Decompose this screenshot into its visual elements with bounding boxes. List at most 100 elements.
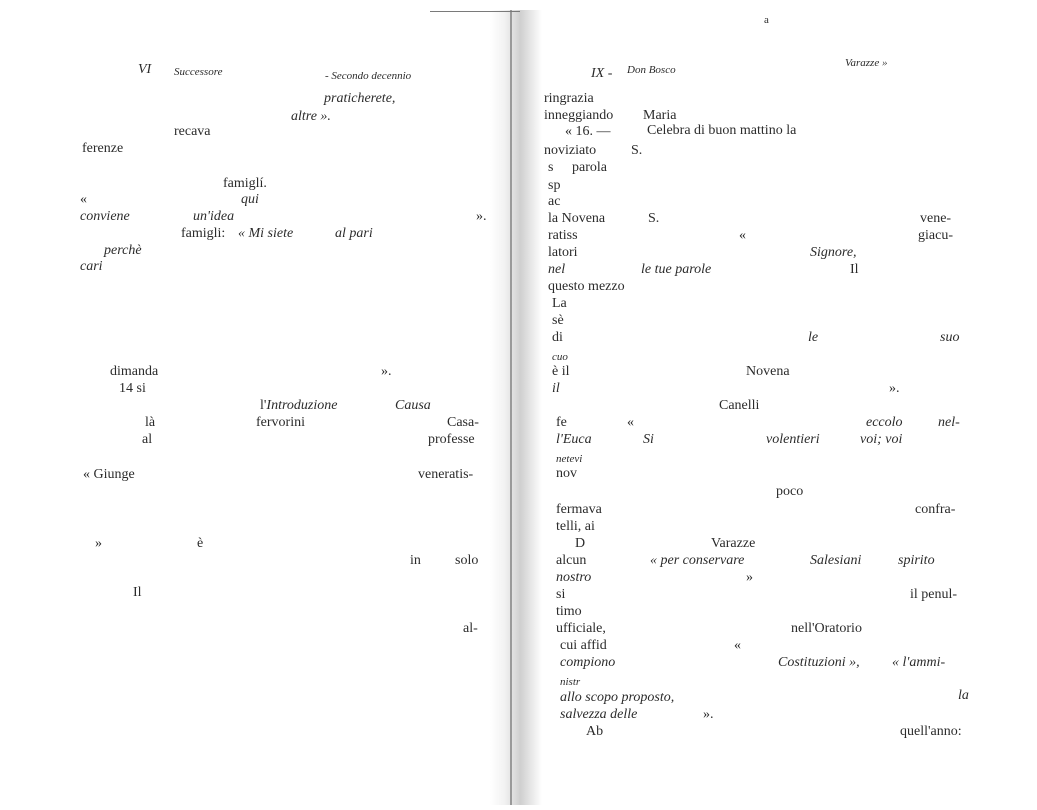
text-fragment: dimanda (110, 364, 159, 379)
text-fragment: famiglí. (223, 176, 267, 191)
text-fragment: latori (548, 245, 578, 260)
left-header-number: VI (138, 62, 152, 77)
text-fragment: noviziato (544, 143, 597, 158)
text-fragment: ringrazia (544, 91, 594, 106)
text-fragment: questo mezzo (548, 279, 625, 294)
text-fragment: » (746, 570, 753, 585)
text-fragment: « l'ammi- (892, 655, 946, 670)
text-fragment: « Giunge (83, 467, 135, 482)
text-fragment: di (552, 330, 563, 345)
text-fragment: La (552, 296, 567, 311)
text-fragment: veneratis- (418, 467, 474, 482)
right-header-number: IX - (591, 66, 613, 81)
text-fragment: « 16. — (565, 124, 611, 139)
text-fragment: eccolo (866, 415, 903, 430)
text-fragment: ». (381, 364, 392, 379)
gutter-line (510, 10, 512, 805)
text-fragment: Il (133, 585, 142, 600)
text-fragment: il penul- (910, 587, 958, 602)
text-fragment: giacu- (918, 228, 953, 243)
text-fragment: Celebra di buon mattino la (647, 123, 797, 138)
text-fragment: praticherete, (324, 91, 396, 106)
text-fragment: un'idea (193, 209, 235, 224)
text-fragment: parola (572, 160, 607, 175)
text-fragment: Varazze (711, 536, 756, 551)
text-fragment: ». (703, 707, 714, 722)
top-rule (430, 11, 520, 12)
left-header-word: Successore (174, 66, 223, 78)
text-fragment: timo (556, 604, 582, 619)
right-header-title: Don Bosco (627, 64, 676, 76)
text-fragment: al pari (335, 226, 373, 241)
text-fragment: Signore, (810, 245, 857, 260)
left-header-title: - Secondo decennio (325, 70, 412, 82)
text-fragment: quell'anno: (900, 724, 962, 739)
text-fragment: ferenze (82, 141, 124, 156)
text-fragment: D (575, 536, 586, 551)
text-fragment: Ab (586, 724, 604, 739)
text-fragment: conviene (80, 209, 130, 224)
text-fragment: Maria (643, 108, 677, 123)
text-fragment: ratiss (548, 228, 578, 243)
text-fragment: ». (476, 209, 487, 224)
right-header-right: Varazze » (845, 57, 888, 69)
text-fragment: 14 si (119, 381, 146, 396)
text-fragment: è il (552, 364, 570, 379)
text-fragment: fervorini (256, 415, 305, 430)
text-fragment: le tue parole (641, 262, 712, 277)
text-fragment: professe (428, 432, 475, 447)
text-fragment: « (739, 228, 746, 243)
text-fragment: « (734, 638, 741, 653)
text-fragment: fe (556, 415, 567, 430)
text-fragment: nostro (556, 570, 592, 585)
text-fragment: la Novena (548, 211, 606, 226)
text-fragment: l'Euca (556, 432, 592, 447)
text-fragment: si (556, 587, 566, 602)
text-fragment: allo scopo proposto, (560, 690, 675, 705)
text-fragment: nov (556, 466, 577, 481)
text-fragment: Casa- (447, 415, 479, 430)
text-fragment: « (627, 415, 634, 430)
text-fragment: in (410, 553, 421, 568)
text-fragment: ufficiale, (556, 621, 606, 636)
text-fragment: voi; voi (860, 432, 903, 447)
text-fragment: altre ». (291, 109, 331, 124)
text-fragment: « (80, 192, 87, 207)
text-fragment: poco (776, 484, 804, 499)
text-fragment: ac (548, 194, 561, 209)
text-fragment: le (808, 330, 819, 345)
text-fragment: Canelli (719, 398, 760, 413)
text-fragment: nel- (938, 415, 960, 430)
text-fragment: famigli: (181, 226, 226, 241)
text-fragment: cuo (552, 351, 568, 363)
text-fragment: nell'Oratorio (791, 621, 862, 636)
text-fragment: » (95, 536, 102, 551)
text-fragment: fermava (556, 502, 602, 517)
text-fragment: S. (631, 143, 643, 158)
text-fragment: nistr (560, 676, 581, 688)
text-fragment: « Mi siete (238, 226, 294, 241)
text-fragment: Causa (395, 398, 431, 413)
text-fragment: Salesiani (810, 553, 862, 568)
text-fragment: telli, ai (556, 519, 595, 534)
text-fragment: al- (463, 621, 478, 636)
text-fragment: volentieri (766, 432, 820, 447)
text-fragment: l'Introduzione (260, 398, 338, 413)
text-fragment: salvezza delle (560, 707, 638, 722)
text-fragment: S. (648, 211, 660, 226)
top-mark: a (764, 14, 769, 26)
text-fragment: alcun (556, 553, 587, 568)
text-fragment: Il (850, 262, 859, 277)
text-fragment: il (552, 381, 560, 396)
text-fragment: è (197, 536, 204, 551)
text-fragment: qui (241, 192, 259, 207)
text-fragment: cui affid (560, 638, 607, 653)
text-fragment: compiono (560, 655, 616, 670)
text-fragment: spirito (898, 553, 935, 568)
text-fragment: la (958, 688, 969, 703)
text-fragment: netevi (556, 453, 583, 465)
text-fragment: inneggiando (544, 108, 614, 123)
text-fragment: vene- (920, 211, 952, 226)
text-fragment: « per conservare (650, 553, 745, 568)
